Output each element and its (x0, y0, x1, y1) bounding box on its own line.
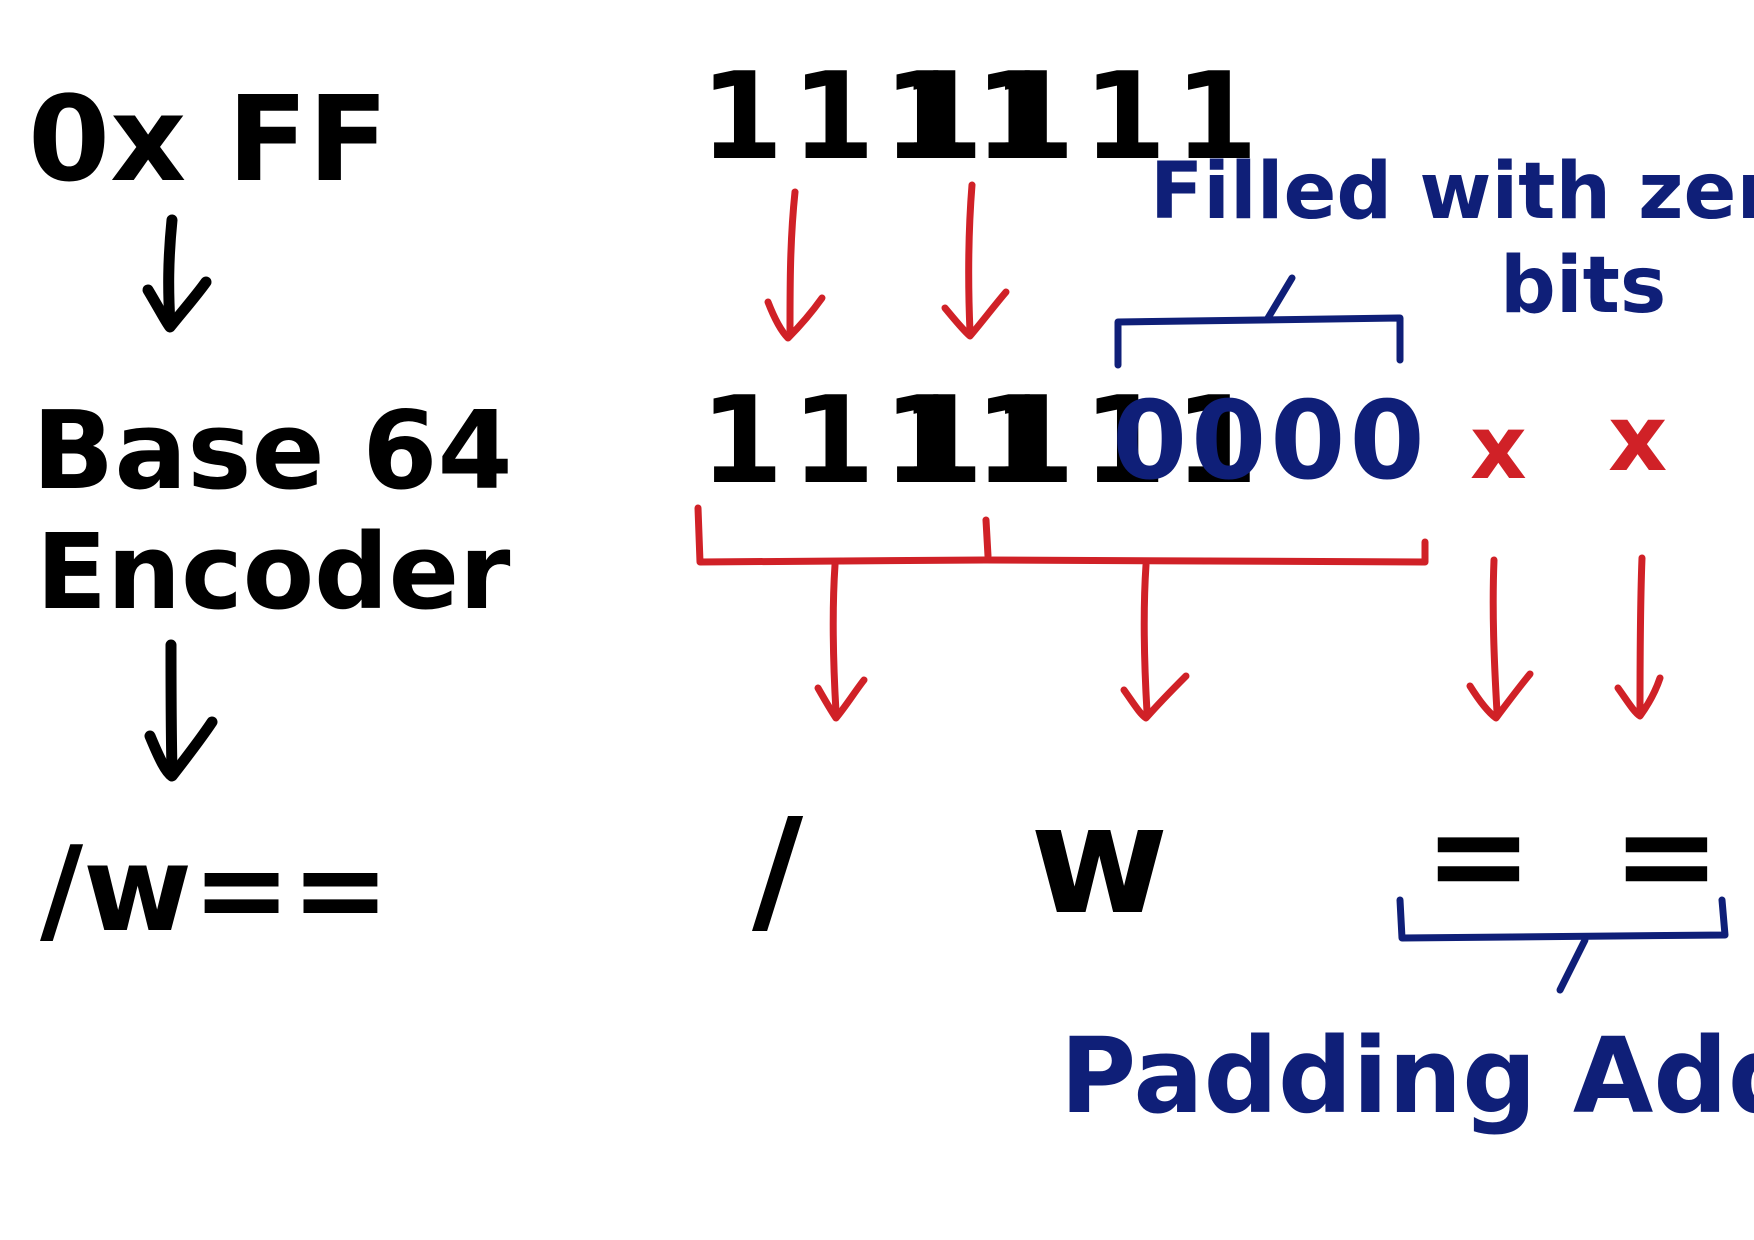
padding-bracket (1396, 896, 1729, 994)
encoder-label-line1: Base 64 (32, 389, 513, 514)
missing-sextet-1: x (1470, 396, 1527, 499)
zero-fill-bracket (1114, 274, 1404, 369)
red-down-arrow-icon (764, 188, 826, 342)
output-char-w: w (1030, 774, 1169, 948)
original-bits-high: 1111 (700, 48, 1066, 187)
filled-bits-high: 1111 (700, 372, 1066, 511)
original-bits-low: 1111 (900, 48, 1266, 187)
padding-char-1: = (1424, 779, 1533, 931)
zero-bits: 0000 (1112, 379, 1429, 504)
padding-annotation: Padding Added (1060, 1015, 1754, 1137)
red-down-arrow-icon (814, 561, 868, 722)
red-down-arrow-icon (1614, 554, 1664, 720)
down-arrow-icon (144, 639, 218, 782)
output-char-slash: / (752, 789, 804, 952)
filled-bits-low: 1111 (900, 372, 1266, 511)
zero-fill-annotation-line2: bits (1500, 241, 1666, 331)
base64-output-label: /w== (40, 820, 390, 958)
red-down-arrow-icon (941, 181, 1010, 340)
encoder-label-line2: Encoder (36, 511, 510, 633)
down-arrow-icon (142, 214, 212, 333)
padding-char-2: = (1612, 779, 1721, 931)
sextet-grouping-bracket (694, 504, 1429, 566)
zero-fill-annotation-line1: Filled with zero (1150, 147, 1754, 237)
hex-input-label: 0x FF (28, 70, 389, 208)
missing-sextet-2: x (1608, 385, 1667, 492)
red-down-arrow-icon (1120, 561, 1190, 722)
red-down-arrow-icon (1466, 556, 1534, 722)
